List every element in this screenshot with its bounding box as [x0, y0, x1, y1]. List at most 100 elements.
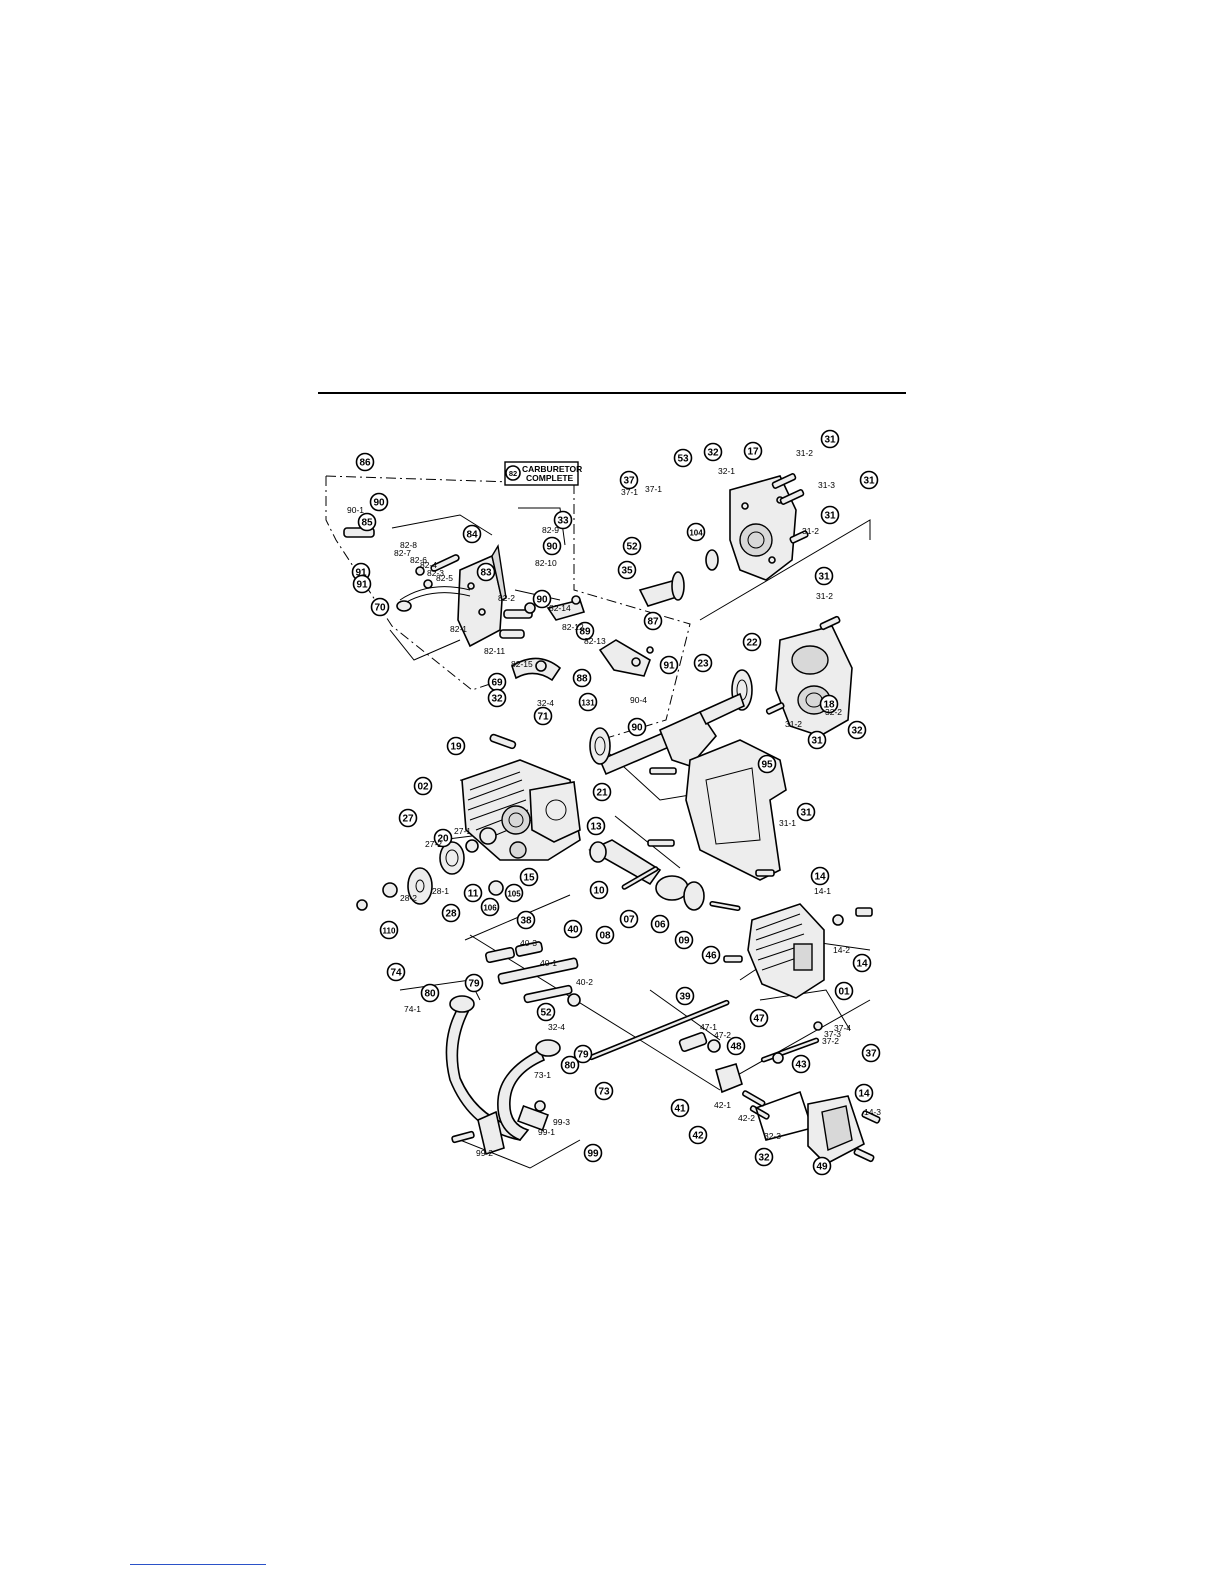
carburetor-header-box: 82 CARBURETOR COMPLETE — [504, 461, 582, 486]
sub-part-label: 82-8 — [400, 540, 417, 550]
sub-part-label: 99-1 — [538, 1127, 555, 1137]
part-callout: 02 — [413, 776, 433, 796]
crankshaft-assembly — [489, 549, 753, 776]
part-callout: 01 — [834, 981, 854, 1001]
part-callout: 90 — [542, 536, 562, 556]
header-box-callout: 82 — [509, 469, 517, 478]
part-callout: 70 — [370, 597, 390, 617]
svg-text:35: 35 — [621, 566, 633, 577]
svg-text:32: 32 — [758, 1153, 770, 1164]
sub-part-label: 82-6 — [410, 555, 427, 565]
part-callout: 32 — [703, 442, 723, 462]
svg-text:14: 14 — [856, 959, 868, 970]
part-callout: 90 — [532, 589, 552, 609]
svg-text:85: 85 — [361, 518, 373, 529]
svg-text:37: 37 — [865, 1049, 877, 1060]
svg-text:70: 70 — [374, 603, 386, 614]
sub-part-label: 82-12 — [562, 622, 584, 632]
part-callout: 48 — [726, 1036, 746, 1056]
svg-text:73: 73 — [598, 1087, 610, 1098]
svg-text:31: 31 — [824, 435, 836, 446]
part-callout: 27 — [398, 808, 418, 828]
svg-text:110: 110 — [383, 927, 396, 936]
part-callout: 23 — [693, 653, 713, 673]
sub-part-label: 37-3 — [824, 1029, 841, 1039]
part-callout: 32 — [487, 688, 507, 708]
sub-part-label: 90-1 — [347, 505, 364, 515]
svg-text:32: 32 — [851, 726, 863, 737]
part-callout: 20 — [433, 828, 453, 848]
sub-part-label: 82-3 — [427, 568, 444, 578]
sub-part-label: 42-1 — [714, 1100, 731, 1110]
svg-text:14: 14 — [858, 1089, 870, 1100]
svg-text:40: 40 — [567, 925, 579, 936]
svg-text:69: 69 — [491, 678, 503, 689]
part-callout: 80 — [560, 1055, 580, 1075]
part-callout: 42 — [688, 1125, 708, 1145]
part-callouts: 8690859191838433907090878991881319071693… — [351, 429, 881, 1176]
part-callout: 17 — [743, 441, 763, 461]
svg-text:49: 49 — [816, 1162, 828, 1173]
sub-part-label: 37-2 — [822, 1036, 839, 1046]
part-callout: 71 — [533, 706, 553, 726]
part-callout: 37 — [861, 1043, 881, 1063]
part-callout: 90 — [369, 492, 389, 512]
part-callout: 31 — [820, 505, 840, 525]
part-callout: 86 — [355, 452, 375, 472]
part-callout: 43 — [791, 1054, 811, 1074]
svg-text:71: 71 — [537, 712, 549, 723]
part-callout: 39 — [675, 986, 695, 1006]
sub-part-label: 14-2 — [833, 945, 850, 955]
piston-rod — [588, 839, 741, 912]
svg-text:91: 91 — [356, 580, 368, 591]
svg-text:83: 83 — [480, 568, 492, 579]
svg-text:06: 06 — [654, 920, 666, 931]
sub-part-label: 82-7 — [394, 548, 411, 558]
part-callout: 31 — [859, 470, 879, 490]
svg-text:88: 88 — [576, 674, 588, 685]
part-callout: 53 — [673, 448, 693, 468]
svg-text:31: 31 — [824, 511, 836, 522]
part-callout: 95 — [757, 754, 777, 774]
part-callout: 69 — [487, 672, 507, 692]
part-callout: 14 — [810, 866, 830, 886]
svg-text:41: 41 — [674, 1104, 686, 1115]
svg-text:74: 74 — [390, 968, 402, 979]
sub-part-label: 32-2 — [825, 707, 842, 717]
svg-text:105: 105 — [507, 890, 521, 899]
part-callout: 91 — [352, 574, 372, 594]
sub-part-label: 82-5 — [436, 573, 453, 583]
svg-text:32: 32 — [491, 694, 503, 705]
svg-text:84: 84 — [466, 530, 478, 541]
sub-part-label: 90-4 — [630, 695, 647, 705]
part-callout: 28 — [441, 903, 461, 923]
part-callout: 79 — [573, 1044, 593, 1064]
svg-text:31: 31 — [863, 476, 875, 487]
part-callout: 09 — [674, 930, 694, 950]
svg-text:39: 39 — [679, 992, 691, 1003]
part-callout: 87 — [643, 611, 663, 631]
sub-part-label: 37-1 — [621, 487, 638, 497]
sub-part-label: 31-2 — [802, 526, 819, 536]
sub-part-label: 82-15 — [511, 659, 533, 669]
svg-text:47: 47 — [753, 1014, 765, 1025]
svg-text:08: 08 — [599, 931, 611, 942]
svg-text:09: 09 — [678, 936, 690, 947]
sub-part-label: 73-1 — [534, 1070, 551, 1080]
sub-part-label: 14-1 — [814, 886, 831, 896]
cylinder-head — [723, 903, 873, 999]
mount-plate — [647, 739, 787, 881]
svg-text:13: 13 — [590, 822, 602, 833]
svg-text:91: 91 — [663, 661, 675, 672]
svg-text:32: 32 — [707, 448, 719, 459]
sub-part-label: 82-4 — [420, 560, 437, 570]
svg-text:07: 07 — [623, 915, 635, 926]
sub-part-label: 82-1 — [450, 624, 467, 634]
sub-part-label: 14-3 — [864, 1107, 881, 1117]
lever-assembly — [678, 1021, 823, 1120]
part-callout: 47 — [749, 1008, 769, 1028]
part-callout: 105 — [504, 883, 524, 903]
sub-part-label: 32-4 — [548, 1022, 565, 1032]
sub-part-label: 82-10 — [535, 558, 557, 568]
